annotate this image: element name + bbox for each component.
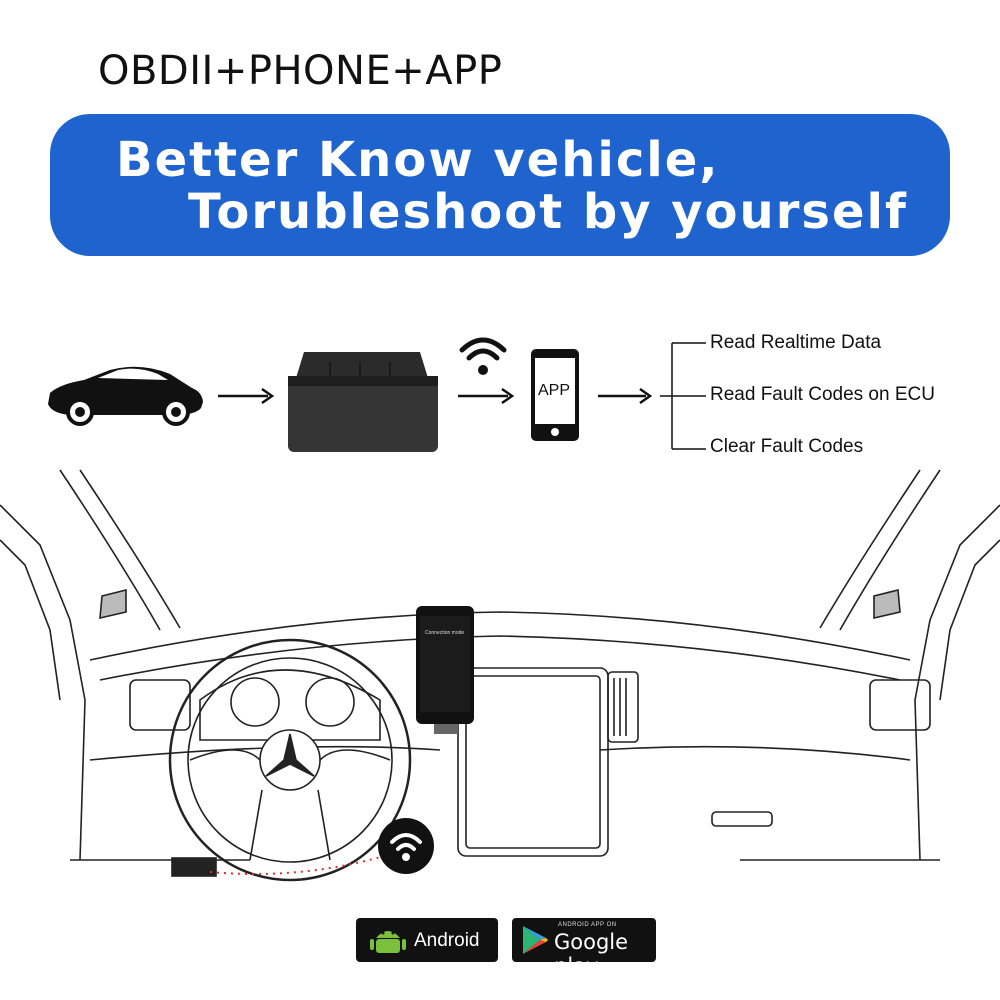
app-label: APP	[538, 382, 571, 399]
google-play-badge[interactable]: ANDROID APP ON Google play	[512, 918, 656, 978]
headline-line-1: Better Know vehicle,	[116, 132, 720, 188]
google-play-icon	[523, 926, 548, 954]
page-title: OBDII+PHONE+APP	[98, 48, 503, 94]
arrow-icon	[458, 387, 515, 405]
arrow-icon	[218, 387, 275, 405]
headline-line-2: Torubleshoot by yourself	[188, 184, 908, 240]
android-label: Android	[414, 930, 480, 951]
wifi-icon	[459, 337, 507, 375]
arrow-icon	[598, 387, 653, 405]
car-icon	[48, 366, 203, 426]
headline-banner: Better Know vehicle, Torubleshoot by you…	[50, 114, 950, 256]
output-bracket	[660, 342, 706, 450]
google-play-label: Google play	[554, 930, 629, 978]
android-robot-icon	[370, 931, 406, 953]
mounted-smartphone	[416, 606, 474, 734]
output-realtime-data: Read Realtime Data	[710, 332, 882, 353]
output-read-fault-codes: Read Fault Codes on ECU	[710, 384, 935, 405]
android-badge[interactable]: Android	[356, 918, 498, 962]
wifi-icon	[378, 818, 434, 874]
google-play-subtitle: ANDROID APP ON	[558, 922, 617, 928]
phone-screen-title: Connection mode	[425, 630, 465, 636]
obd-to-phone-link	[209, 855, 385, 875]
obd-adapter-icon	[288, 352, 438, 452]
output-clear-fault-codes: Clear Fault Codes	[710, 436, 864, 457]
